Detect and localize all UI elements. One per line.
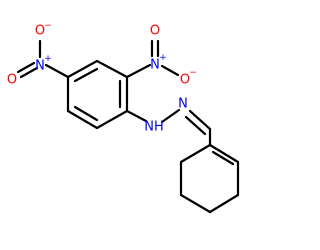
charge-oxygen-left-top: − xyxy=(44,21,52,31)
atom-labels: O − N + O O N + O − NH N xyxy=(7,21,197,135)
atom-nitrogen-right: N xyxy=(150,58,160,73)
bond-c4-nh xyxy=(125,109,148,123)
bond-ring-c5-c6 xyxy=(66,109,99,130)
bond-n-ch-b xyxy=(184,115,207,136)
atom-nitrogen-left: N xyxy=(35,59,45,74)
charge-oxygen-right: − xyxy=(189,68,197,78)
bond-nh-n xyxy=(160,108,181,124)
molecule-diagram: O − N + O O N + O − NH N xyxy=(7,21,240,214)
bond-cyclo-c1-c2-double xyxy=(211,150,235,166)
bond-ring-inner-1 xyxy=(73,67,99,83)
bond-c1-nitro-left xyxy=(44,63,70,79)
bond-nitro-left-oxygen-bottom-b xyxy=(19,66,39,79)
atom-nh: NH xyxy=(144,120,164,135)
bonds xyxy=(16,39,240,214)
bond-ring-c2-c3 xyxy=(95,59,129,79)
charge-nitrogen-left: + xyxy=(44,54,52,64)
atom-oxygen-right: O xyxy=(180,73,190,88)
atom-n-imine: N xyxy=(178,97,188,112)
bond-cyclo-c3-c4 xyxy=(208,193,240,214)
bond-ring-c1-c2 xyxy=(66,59,99,79)
bond-n-ch-a xyxy=(188,109,212,131)
atom-oxygen-left-bottom: O xyxy=(7,73,17,88)
atom-oxygen-right-top: O xyxy=(150,24,160,39)
bond-cyclo-c4-c5 xyxy=(179,193,212,214)
bond-ring-c4-c5 xyxy=(95,109,129,130)
charge-nitrogen-right: + xyxy=(159,53,167,63)
bond-nitro-left-oxygen-bottom-a xyxy=(16,61,36,74)
bond-cyclo-c1-c2 xyxy=(208,143,240,164)
atom-oxygen-left-top: O xyxy=(35,24,45,39)
bond-ring-inner-3 xyxy=(73,105,99,122)
bond-cyclo-c6-c1 xyxy=(179,143,212,164)
bond-c3-nitro-right xyxy=(125,63,152,79)
bond-nitro-right-oxygen-right xyxy=(160,64,180,77)
